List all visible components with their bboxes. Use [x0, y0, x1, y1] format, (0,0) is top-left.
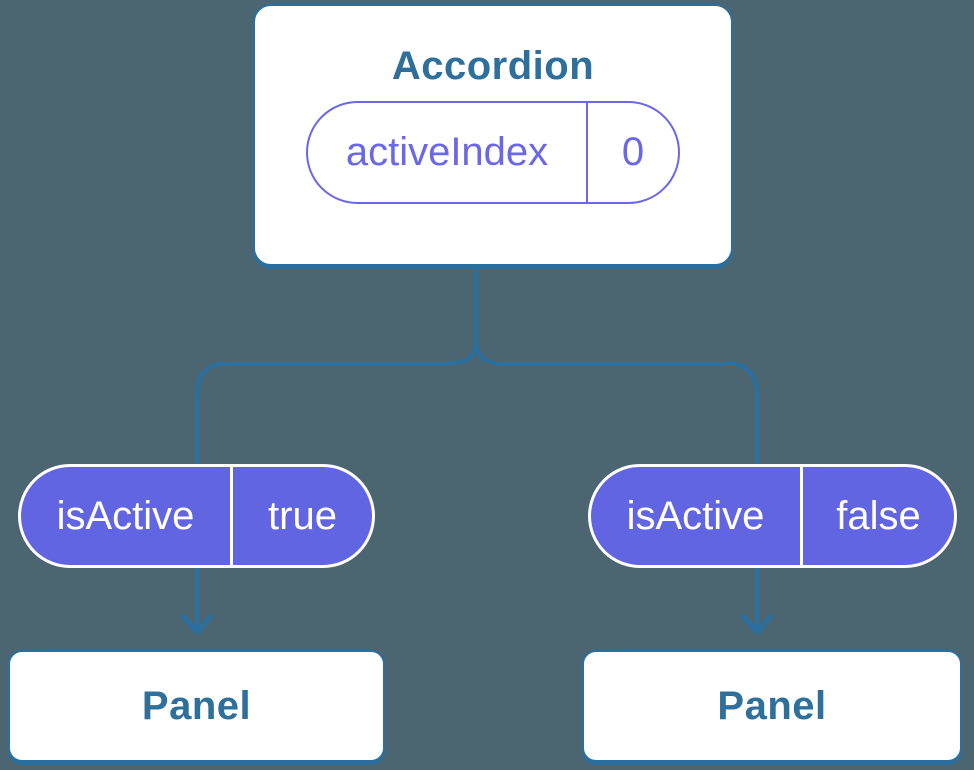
accordion-node: Accordion activeIndex 0 — [253, 4, 733, 266]
active-index-label: activeIndex — [345, 130, 549, 174]
prop-pill-value: true — [268, 493, 337, 538]
pill-divider — [230, 467, 233, 565]
prop-pill-label: isActive — [626, 493, 765, 538]
arrow-down-left-icon — [180, 613, 214, 636]
prop-pill-value: false — [836, 493, 921, 538]
panel-label: Panel — [141, 683, 252, 728]
panel-node-second: Panel — [582, 650, 962, 762]
connector-branch-left — [195, 262, 478, 629]
active-index-value: 0 — [621, 130, 645, 174]
pill-divider — [586, 103, 588, 202]
prop-pill-label: isActive — [56, 493, 195, 538]
active-index-pill: activeIndex 0 — [306, 101, 680, 204]
is-active-pill-first: isActive true — [18, 464, 375, 568]
is-active-pill-second: isActive false — [588, 464, 957, 568]
arrow-down-right-icon — [740, 613, 774, 636]
panel-node-first: Panel — [8, 650, 385, 762]
panel-label: Panel — [717, 683, 827, 728]
connector-branch-right — [474, 262, 759, 629]
accordion-title: Accordion — [391, 44, 595, 88]
pill-divider — [800, 467, 803, 565]
